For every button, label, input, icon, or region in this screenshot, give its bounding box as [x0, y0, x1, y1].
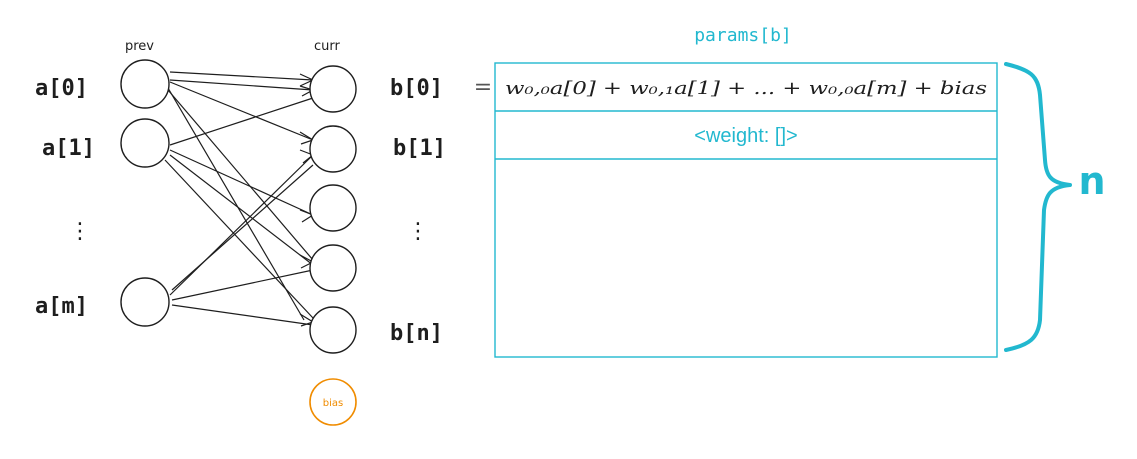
edge	[171, 164, 314, 291]
edge	[169, 149, 314, 216]
neuron-b3	[309, 244, 357, 292]
curr-layer-title: curr	[314, 39, 341, 54]
edge	[169, 81, 314, 141]
edge	[169, 154, 314, 296]
weight-row: <weight: []>	[694, 125, 797, 147]
neuron-b1	[309, 125, 357, 173]
params-title: params[b]	[694, 25, 792, 46]
edge	[171, 304, 314, 326]
prev-layer-title: prev	[125, 39, 154, 54]
curly-brace	[1004, 62, 1072, 352]
neuron-a1	[120, 118, 170, 168]
edge	[164, 159, 314, 319]
output-neurons	[309, 65, 357, 354]
input-ellipsis: ⋮	[69, 219, 91, 244]
bias-neuron	[309, 378, 357, 426]
input-label-a0: a[0]	[35, 76, 88, 101]
params-table	[494, 62, 998, 358]
edge	[169, 71, 314, 81]
neuron-b2	[309, 184, 357, 232]
input-label-am: a[m]	[35, 294, 88, 319]
output-ellipsis: ⋮	[407, 219, 429, 244]
equals-sign: =	[474, 75, 492, 100]
formula: w₀,₀a[0] + w₀,₁a[1] + ... + w₀,₀a[m] + b…	[505, 78, 987, 99]
brace-label-n: n	[1078, 159, 1105, 203]
edge	[171, 269, 314, 301]
neuron-a0	[120, 59, 170, 109]
neuron-am	[120, 277, 170, 327]
edge	[169, 97, 314, 146]
neuron-bn	[309, 306, 357, 354]
edge	[169, 79, 314, 91]
edge	[169, 154, 314, 266]
connections	[164, 71, 314, 326]
output-label-b1: b[1]	[393, 136, 446, 161]
output-label-b0: b[0]	[390, 76, 443, 101]
output-label-bn: b[n]	[390, 321, 443, 346]
bias-label: bias	[323, 398, 343, 409]
edge	[167, 87, 305, 321]
edge	[167, 89, 314, 261]
input-label-a1: a[1]	[42, 136, 95, 161]
params-table-border	[494, 62, 998, 358]
input-neurons	[120, 59, 170, 327]
neuron-b0	[309, 65, 357, 113]
